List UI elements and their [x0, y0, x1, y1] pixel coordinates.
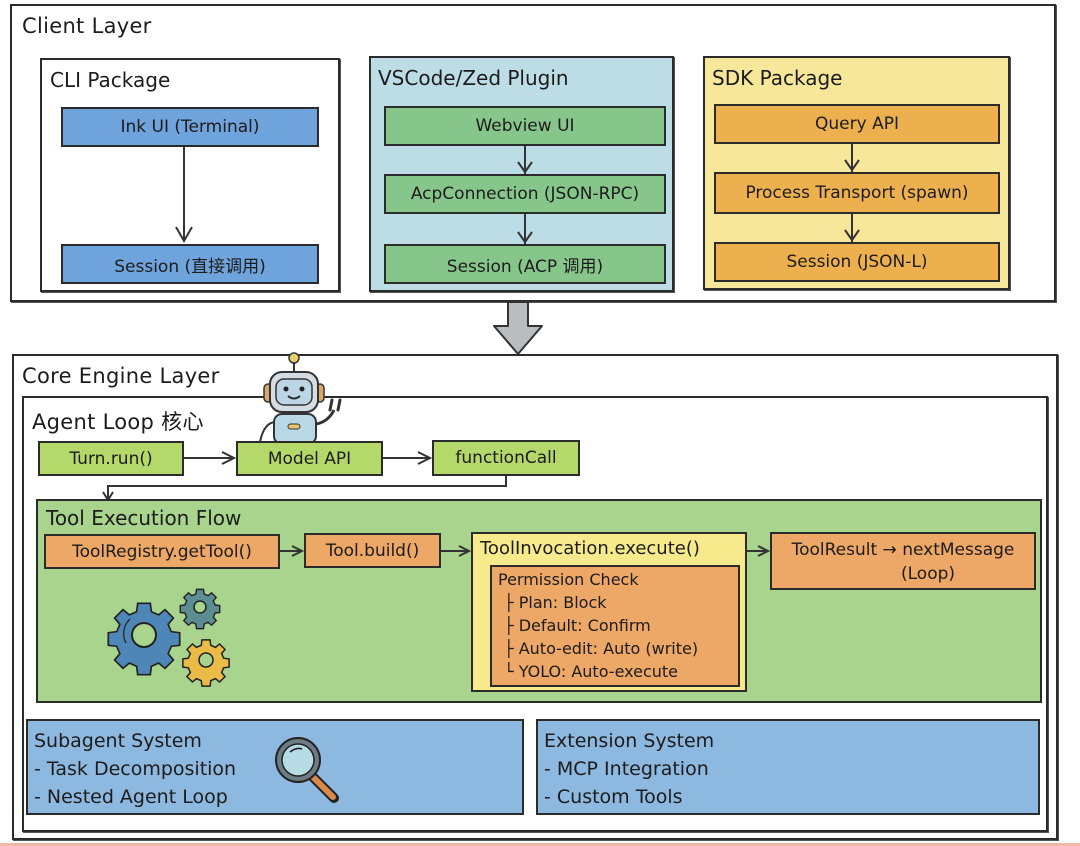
- tool-invocation-title: ToolInvocation.execute(): [480, 538, 700, 559]
- tool-result-node: ToolResult → nextMessage (Loop): [770, 532, 1036, 590]
- magnifier-icon: [275, 737, 339, 803]
- permission-check-title: Permission Check: [498, 570, 639, 589]
- process-transport-node: Process Transport (spawn): [714, 172, 1000, 214]
- cli-package-title: CLI Package: [50, 68, 171, 92]
- plugin-arrowhead-1-icon: [517, 161, 533, 174]
- sdk-arrow-line-2: [851, 214, 853, 242]
- core-engine-layer: [12, 354, 1058, 840]
- tool-registry-node: ToolRegistry.getTool(): [44, 534, 280, 569]
- permission-auto-edit: ├ Auto-edit: Auto (write): [504, 639, 699, 658]
- cli-arrowhead-icon: [175, 226, 193, 244]
- permission-plan: ├ Plan: Block: [504, 593, 607, 612]
- turn-run-node: Turn.run(): [38, 441, 184, 476]
- plugin-arrowhead-2-icon: [517, 231, 533, 244]
- bottom-edge: [0, 843, 1080, 846]
- core-engine-layer-title: Core Engine Layer: [22, 364, 220, 388]
- robot-icon: [259, 352, 342, 445]
- subagent-item-task: - Task Decomposition: [34, 758, 237, 780]
- plugin-arrow-line-2: [524, 214, 526, 244]
- subagent-title: Subagent System: [34, 730, 202, 752]
- permission-check-box: [490, 565, 740, 687]
- extension-item-custom-tools: - Custom Tools: [544, 786, 683, 808]
- plugin-arrow-line-1: [524, 146, 526, 174]
- tool-execution-flow-title: Tool Execution Flow: [46, 506, 242, 530]
- tool-result-line2: (Loop): [900, 564, 956, 584]
- client-layer-title: Client Layer: [22, 14, 152, 38]
- acp-connection-node: AcpConnection (JSON-RPC): [384, 174, 666, 214]
- permission-default: ├ Default: Confirm: [504, 616, 651, 635]
- sdk-package-title: SDK Package: [712, 66, 843, 90]
- sdk-arrow-line-1: [851, 144, 853, 172]
- subagent-item-nested: - Nested Agent Loop: [34, 786, 228, 808]
- gears-icon: [107, 588, 230, 687]
- cli-arrow-line: [183, 147, 185, 241]
- sdk-arrowhead-2-icon: [844, 229, 860, 242]
- sdk-arrowhead-1-icon: [844, 159, 860, 172]
- jsonl-session-node: Session (JSON-L): [714, 242, 1000, 282]
- model-api-node: Model API: [236, 441, 383, 476]
- subagent-system: [26, 719, 524, 815]
- tool-build-node: Tool.build(): [304, 533, 441, 568]
- extension-item-mcp: - MCP Integration: [544, 758, 709, 780]
- client-layer: [10, 4, 1056, 302]
- plugin-package-title: VSCode/Zed Plugin: [378, 66, 569, 90]
- tool-result-line1: ToolResult → nextMessage: [791, 540, 1015, 560]
- query-api-node: Query API: [714, 104, 1000, 144]
- permission-yolo: └ YOLO: Auto-execute: [504, 662, 678, 681]
- agent-loop-title: Agent Loop 核心: [32, 410, 204, 434]
- cli-session-node: Session (直接调用): [61, 244, 319, 284]
- ink-ui-node: Ink UI (Terminal): [61, 107, 319, 147]
- extension-title: Extension System: [544, 730, 715, 752]
- function-call-node: functionCall: [432, 440, 580, 476]
- webview-ui-node: Webview UI: [384, 106, 666, 146]
- extension-system: [536, 719, 1040, 815]
- acp-session-node: Session (ACP 调用): [384, 244, 666, 284]
- agent-loop-frame: [22, 396, 1048, 832]
- down-arrow-icon: [493, 301, 543, 355]
